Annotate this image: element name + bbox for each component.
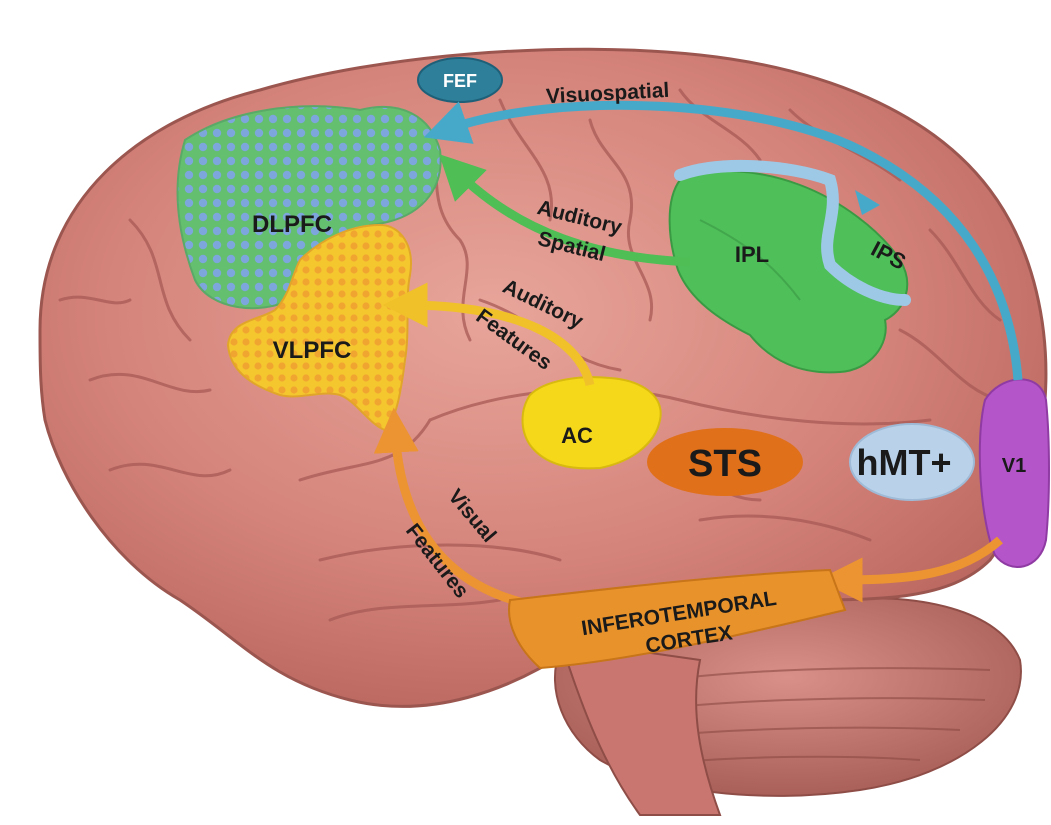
sts-label: STS xyxy=(688,443,762,485)
hmt-label: hMT+ xyxy=(857,442,952,483)
v1-label: V1 xyxy=(1002,455,1026,477)
fef-label: FEF xyxy=(443,71,477,91)
dlpfc-label: DLPFC xyxy=(252,211,332,238)
vlpfc-label: VLPFC xyxy=(273,337,352,364)
ac-label: AC xyxy=(561,423,593,448)
ipl-label: IPL xyxy=(735,242,769,267)
